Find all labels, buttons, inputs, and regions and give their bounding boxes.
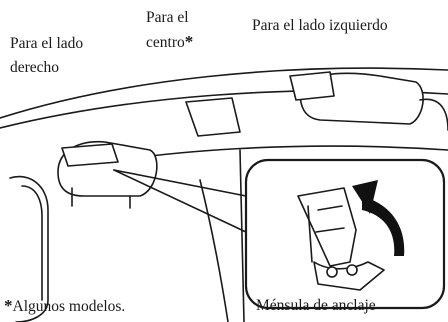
- seatback-right: [419, 98, 448, 131]
- label-bracket: Ménsula de anclaje: [256, 297, 376, 314]
- anchor-cover-center: [185, 97, 241, 137]
- label-center-line2: centro*: [146, 32, 193, 53]
- footnote-asterisk: *: [4, 296, 13, 315]
- center-asterisk: *: [184, 32, 194, 51]
- seatback-left: [9, 175, 49, 322]
- curved-arrow-icon: [352, 180, 405, 256]
- anchor-bracket: [297, 187, 357, 267]
- label-right-side-line2: derecho: [10, 59, 60, 76]
- callout-line-upper: [113, 169, 247, 197]
- footnote-text: Algunos modelos.: [12, 298, 126, 315]
- label-left-side: Para el lado izquierdo: [252, 17, 388, 34]
- anchor-cover-right: [61, 143, 119, 167]
- footnote: *Algunos modelos.: [4, 296, 125, 317]
- rear-window-edge: [0, 67, 448, 119]
- label-right-side-line1: Para el lado: [10, 35, 84, 52]
- label-center-text: centro: [146, 34, 185, 51]
- label-center-line1: Para el: [146, 9, 189, 26]
- anchor-cover-left: [289, 71, 335, 101]
- callout-line-lower: [113, 169, 247, 233]
